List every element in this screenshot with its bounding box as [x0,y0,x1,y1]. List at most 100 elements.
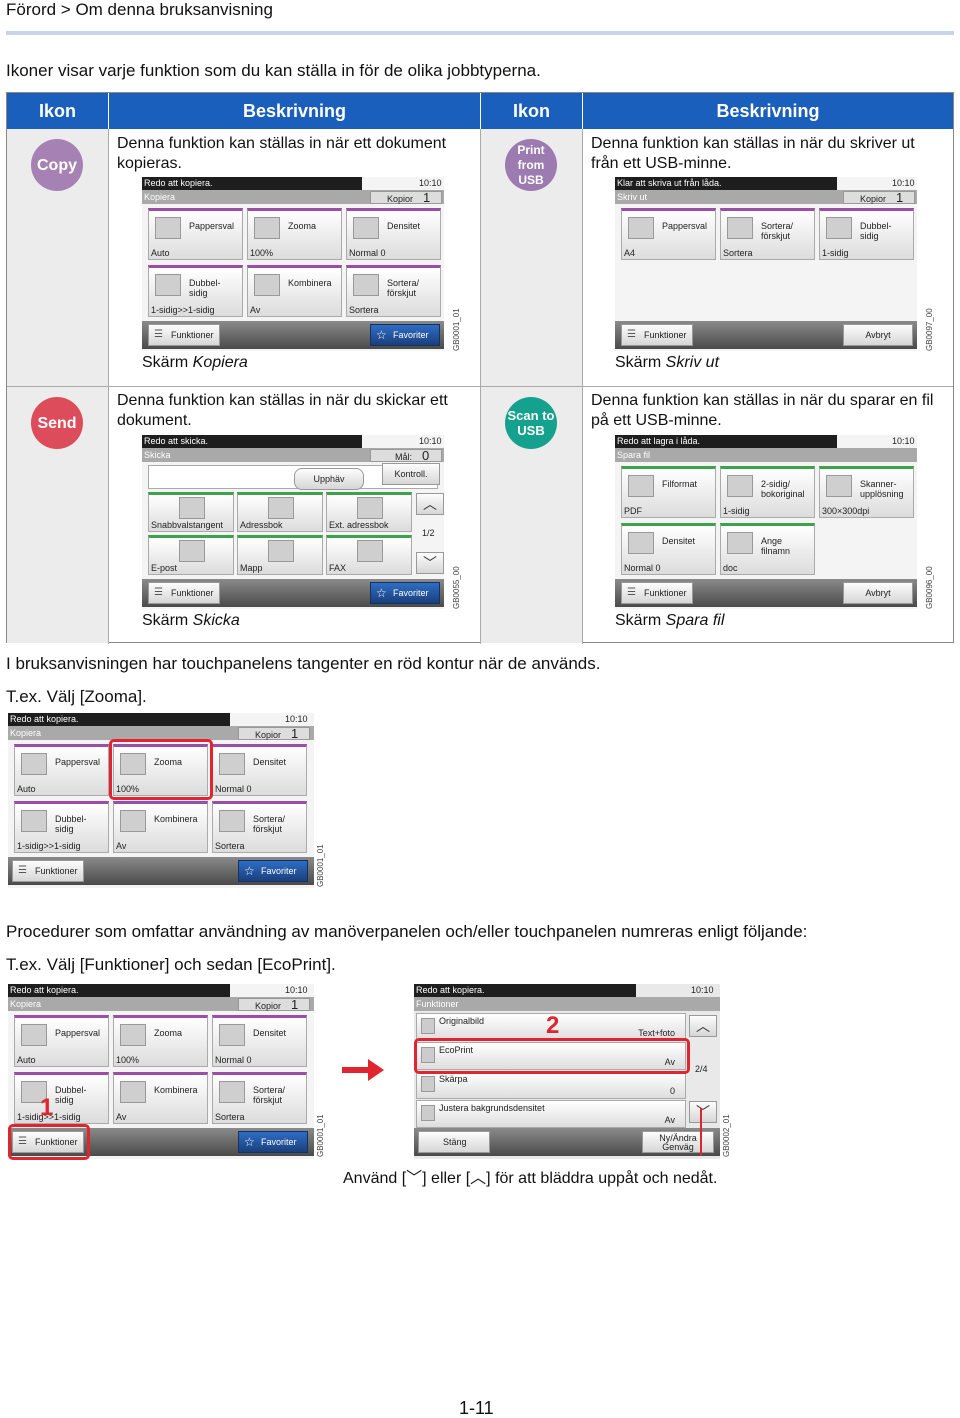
ext-address-book-button[interactable]: Ext. adressbok [326,492,412,532]
functions-button[interactable]: Funktioner [148,582,220,604]
destination-counter: Mål:0 [370,449,442,462]
scroll-down-icon[interactable]: ﹀ [416,552,444,574]
duplex-icon [21,1081,47,1103]
one-touch-key-button[interactable]: Snabbvalstangent [148,492,234,532]
cancel-button[interactable]: Avbryt [843,582,913,604]
functions-button[interactable]: Funktioner [621,324,693,346]
combine-icon [120,1081,146,1103]
header-desc-1: Beskrivning [109,93,480,129]
address-book-icon [268,497,294,519]
favorites-button[interactable]: Favoriter [370,324,440,346]
fax-icon [357,540,383,562]
zoom-highlight [109,739,213,800]
undo-button[interactable]: Upphäv [294,468,364,490]
favorites-button[interactable]: Favoriter [370,582,440,604]
copy-caption: Skärm Kopiera [142,354,248,371]
ecoprint-highlight [414,1038,690,1074]
example-zoom-code: GB0001_01 [316,844,325,887]
fax-button[interactable]: FAX [326,535,412,575]
breadcrumb: Förord > Om denna bruksanvisning [6,0,273,19]
scroll-down-icon[interactable]: ﹀ [689,1101,717,1123]
close-button[interactable]: Stäng [418,1131,490,1153]
send-screen: Redo att skicka. 10:10 Skicka Mål:0 Upph… [142,435,444,609]
duplex-icon [727,475,753,497]
favorites-button[interactable]: Favoriter [238,1131,308,1153]
resolution-icon [826,475,852,497]
duplex-icon [155,274,181,296]
screen-title: Kopiera [8,997,314,1011]
cancel-button[interactable]: Avbryt [843,324,913,346]
zoom-icon [120,753,146,775]
print-from-usb-icon: Print from USB [505,139,557,191]
functions-button[interactable]: Funktioner [12,860,84,882]
print-description: Denna funktion kan ställas in när du skr… [591,135,915,172]
touch-key-note: I bruksanvisningen har touchpanelens tan… [6,654,601,673]
functions-button[interactable]: Funktioner [148,324,220,346]
functions-button[interactable]: Funktioner [621,582,693,604]
step-number-2: 2 [546,1012,560,1039]
print-caption: Skärm Skriv ut [615,354,720,371]
screen-title: Kopiera [8,726,314,740]
header-desc-2: Beskrivning [583,93,953,129]
combine-icon [120,810,146,832]
functions-button[interactable]: Funktioner [12,1131,84,1153]
density-icon [353,217,379,239]
procedure-note: Procedurer som omfattar användning av ma… [6,922,808,941]
check-button[interactable]: Kontroll. [382,463,440,485]
density-icon [219,753,245,775]
scan-caption: Skärm Spara fil [615,612,725,629]
clock: 10:10 [691,985,714,995]
combine-icon [254,274,280,296]
clock: 10:10 [892,178,915,188]
collate-icon [353,274,379,296]
email-button[interactable]: E-post [148,535,234,575]
background-density-icon [421,1105,435,1121]
scroll-up-icon[interactable]: ︿ [689,1015,717,1037]
zoom-icon [120,1024,146,1046]
folder-button[interactable]: Mapp [237,535,323,575]
shortcut-button[interactable]: Ny/Ändra Genväg [642,1131,714,1153]
functions-highlight [8,1124,90,1160]
paper-icon [628,217,654,239]
favorites-button[interactable]: Favoriter [238,860,308,882]
scroll-up-icon[interactable]: ︿ [416,493,444,515]
send-screen-code: GB0055_00 [452,566,461,609]
scan-description: Denna funktion kan ställas in när du spa… [591,392,934,429]
address-book-button[interactable]: Adressbok [237,492,323,532]
